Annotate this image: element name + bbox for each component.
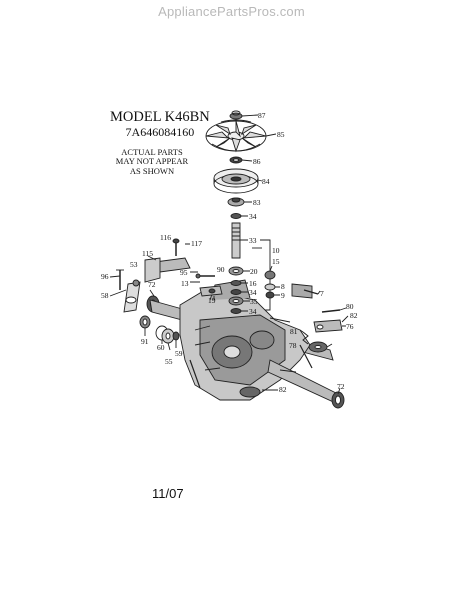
part-15-cap bbox=[264, 270, 276, 280]
callout-117: 117 bbox=[191, 239, 202, 248]
part-35-bearing bbox=[228, 296, 244, 306]
part-91-seal bbox=[139, 315, 151, 329]
part-85-fan bbox=[205, 119, 267, 153]
model-block: MODEL K46BN 7A646084160 bbox=[110, 109, 210, 140]
callout-8: 8 bbox=[281, 282, 285, 291]
part-95-pin bbox=[195, 273, 215, 279]
part-34-ring-lower bbox=[230, 289, 242, 295]
disclaimer-note: ACTUAL PARTS MAY NOT APPEAR AS SHOWN bbox=[108, 147, 196, 176]
model-number: 7A646084160 bbox=[125, 125, 195, 140]
callout-16: 16 bbox=[249, 279, 257, 288]
callout-34: 34 bbox=[249, 288, 257, 297]
part-76-82-arm bbox=[313, 319, 343, 333]
callout-90: 90 bbox=[217, 265, 225, 274]
callout-72: 72 bbox=[148, 280, 156, 289]
part-33-input-shaft bbox=[231, 222, 241, 259]
callout-33: 33 bbox=[249, 236, 257, 245]
callout-60: 60 bbox=[157, 343, 165, 352]
part-96-bolt bbox=[116, 269, 124, 290]
part-13-19-gear bbox=[199, 285, 223, 297]
part-16-washer bbox=[230, 280, 242, 286]
callout-91: 91 bbox=[141, 337, 149, 346]
callout-83: 83 bbox=[253, 198, 261, 207]
part-80-pin bbox=[321, 309, 341, 313]
callout-80: 80 bbox=[346, 302, 354, 311]
date-code: 11/07 bbox=[152, 486, 184, 501]
callout-55: 55 bbox=[165, 357, 173, 366]
callout-82: 82 bbox=[350, 311, 358, 320]
model-title: MODEL K46BN bbox=[110, 109, 210, 125]
callout-34: 34 bbox=[249, 212, 257, 221]
callout-19: 19 bbox=[208, 296, 216, 305]
part-34-ring bbox=[230, 213, 242, 219]
disclaimer-line: AS SHOWN bbox=[129, 165, 175, 176]
callout-78: 78 bbox=[289, 341, 297, 350]
part-78-washer bbox=[308, 341, 328, 353]
callout-9: 9 bbox=[281, 291, 285, 300]
part-84-pulley bbox=[213, 168, 259, 194]
callout-87: 87 bbox=[258, 111, 266, 120]
callout-81: 81 bbox=[290, 327, 298, 336]
callout-13: 13 bbox=[181, 279, 189, 288]
callout-20: 20 bbox=[250, 267, 258, 276]
callout-10: 10 bbox=[272, 246, 280, 255]
callout-85: 85 bbox=[277, 130, 285, 139]
part-116-117-bracket bbox=[144, 238, 191, 283]
part-90-bearing bbox=[228, 266, 244, 276]
callout-35: 35 bbox=[250, 297, 258, 306]
part-72-seal-right bbox=[331, 391, 345, 409]
disclaimer-line: ACTUAL PARTS bbox=[121, 147, 183, 157]
callout-15: 15 bbox=[272, 257, 280, 266]
callout-95: 95 bbox=[180, 268, 188, 277]
callout-58: 58 bbox=[101, 291, 109, 300]
part-7-lever bbox=[291, 283, 319, 299]
part-34-ring-bottom bbox=[230, 308, 242, 314]
callout-116: 116 bbox=[160, 233, 171, 242]
callout-7: 7 bbox=[320, 289, 324, 298]
callout-76: 76 bbox=[346, 322, 354, 331]
callout-115: 115 bbox=[142, 249, 153, 258]
callout-96: 96 bbox=[101, 272, 109, 281]
part-87-nut bbox=[229, 110, 243, 120]
disclaimer-line: MAY NOT APPEAR bbox=[115, 156, 189, 167]
part-81-spring bbox=[302, 331, 309, 345]
callout-82: 82 bbox=[279, 385, 287, 394]
site-watermark: AppliancePartsPros.com bbox=[158, 4, 305, 19]
callout-53: 53 bbox=[130, 260, 138, 269]
transaxle-housing bbox=[149, 279, 341, 406]
callout-34: 34 bbox=[249, 307, 257, 316]
part-86-washer bbox=[229, 156, 243, 164]
callout-86: 86 bbox=[253, 157, 261, 166]
callout-59: 59 bbox=[175, 349, 183, 358]
callout-72: 72 bbox=[337, 382, 345, 391]
callout-84: 84 bbox=[262, 177, 270, 186]
part-83-hub bbox=[227, 197, 245, 207]
part-53-58-arm bbox=[123, 279, 141, 313]
